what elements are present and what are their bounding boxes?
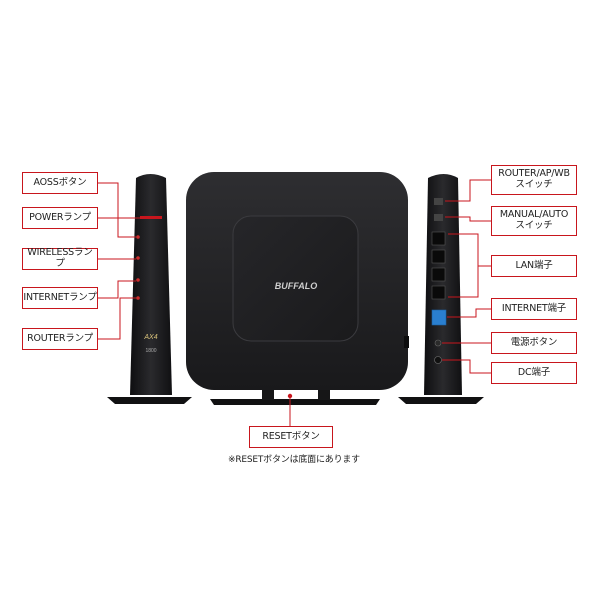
router-front-view: BUFFALO xyxy=(186,172,409,405)
power-led xyxy=(136,235,140,239)
router-left-side-view: AX4 1800 xyxy=(107,174,192,404)
callout-router-lamp: ROUTERランプ xyxy=(22,328,98,350)
callout-reset-button: RESETボタン xyxy=(249,426,333,448)
aoss-button-mark xyxy=(140,216,162,219)
lan-ports xyxy=(431,231,446,300)
internet-led xyxy=(136,278,140,282)
mode-switch xyxy=(434,198,443,205)
callout-dc-port: DC端子 xyxy=(491,362,577,384)
model-number-text: 1800 xyxy=(145,348,156,354)
internet-port xyxy=(431,309,447,326)
callout-wireless-lamp: WIRELESSランプ xyxy=(22,247,98,270)
callout-lan-port: LAN端子 xyxy=(491,255,577,277)
callout-aoss-button: AOSSボタン xyxy=(22,172,98,194)
left-stand xyxy=(107,397,192,404)
right-stand xyxy=(398,397,484,404)
router-led xyxy=(136,296,140,300)
callout-internet-port: INTERNET端子 xyxy=(491,298,577,320)
model-mark-text: AX4 xyxy=(143,334,157,341)
right-leader-lines xyxy=(442,179,491,374)
callout-router-ap-wb-switch: ROUTER/AP/WB スイッチ xyxy=(491,165,577,195)
power-button xyxy=(434,339,442,347)
buffalo-logo: BUFFALO xyxy=(275,281,318,291)
reset-button-mark xyxy=(287,393,293,399)
router-rear-view xyxy=(398,174,484,404)
callout-internet-lamp: INTERNETランプ xyxy=(22,287,98,309)
manual-auto-switch xyxy=(434,214,443,221)
wireless-led xyxy=(136,256,140,260)
callout-power-lamp: POWERランプ xyxy=(22,207,98,229)
front-stand xyxy=(210,399,380,405)
callout-manual-auto-switch: MANUAL/AUTO スイッチ xyxy=(491,206,577,236)
dc-jack xyxy=(434,356,442,364)
reset-note: ※RESETボタンは底面にあります xyxy=(228,455,360,465)
left-leader-lines xyxy=(98,182,140,340)
front-panel xyxy=(232,215,359,342)
callout-power-button: 電源ボタン xyxy=(491,332,577,354)
